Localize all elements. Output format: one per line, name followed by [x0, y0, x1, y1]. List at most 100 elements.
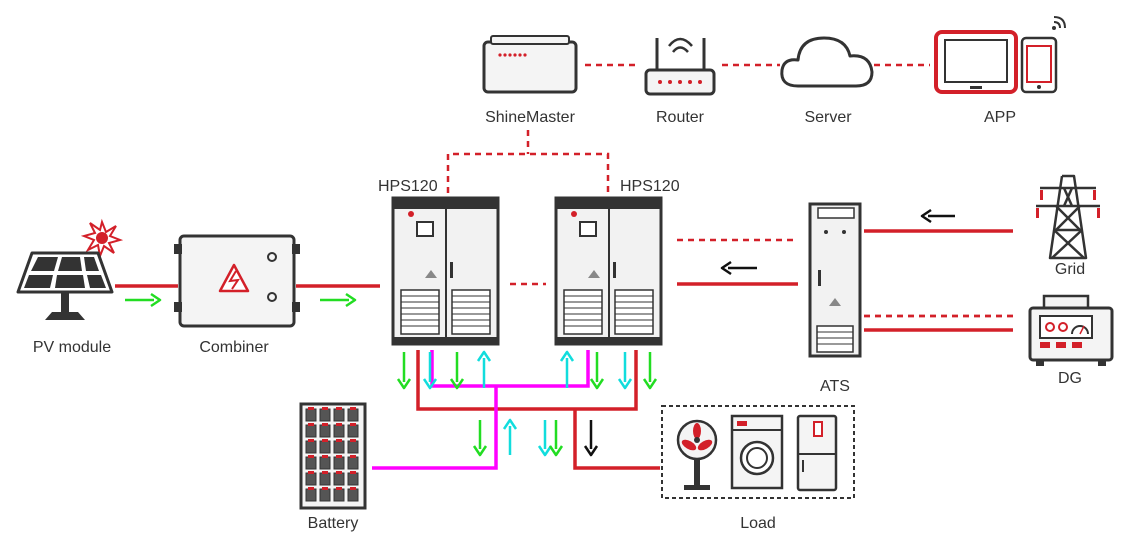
router: Router — [644, 37, 716, 126]
battery-terminal — [322, 407, 328, 410]
refrigerator-icon — [796, 414, 838, 492]
battery-cell — [333, 456, 345, 470]
battery-cell — [305, 488, 317, 502]
smartphone-icon — [1020, 36, 1058, 94]
load-boundary — [661, 405, 855, 499]
comm-link-shinemaster-hps — [446, 152, 610, 193]
battery-terminal — [308, 439, 314, 442]
battery-terminal — [350, 455, 356, 458]
tablet-icon — [934, 30, 1018, 94]
battery-terminal — [308, 407, 314, 410]
load-bus-line — [416, 350, 638, 411]
battery-cell — [305, 440, 317, 454]
battery-cell — [305, 472, 317, 486]
battery-dc-lines — [372, 350, 590, 470]
battery-cell — [305, 408, 317, 422]
hps-right: HPS120 — [554, 178, 680, 346]
battery-terminal — [336, 471, 342, 474]
battery-terminal — [336, 423, 342, 426]
transfer-switch-cabinet-icon — [808, 202, 862, 358]
hybrid-inverter-cabinet-icon — [554, 196, 663, 346]
cloud-server-icon — [780, 36, 874, 88]
washing-machine-icon — [730, 414, 784, 490]
router-icon — [644, 37, 716, 96]
hps-right-battery-up-arrow — [559, 350, 575, 388]
battery-cell — [333, 488, 345, 502]
insulator-markers — [1036, 190, 1100, 218]
grid: Grid — [1036, 174, 1100, 278]
dg: DG — [1028, 294, 1114, 387]
battery-cell — [347, 440, 359, 454]
battery-terminal — [350, 439, 356, 442]
hps-right-battery-down-arrow — [617, 352, 633, 390]
shinemaster: ShineMaster — [482, 35, 578, 126]
battery-terminal — [350, 423, 356, 426]
battery-terminal — [308, 471, 314, 474]
battery-cell — [347, 472, 359, 486]
ac-power-lines — [115, 229, 1013, 470]
battery-cell — [333, 424, 345, 438]
wifi-signal-icon — [1052, 16, 1066, 30]
battery-cell — [347, 408, 359, 422]
datalogger-icon — [482, 35, 578, 94]
combiner: Combiner — [174, 234, 300, 356]
battery-cell — [333, 440, 345, 454]
battery-terminal — [322, 423, 328, 426]
battery-terminal — [322, 487, 328, 490]
battery-terminal — [350, 471, 356, 474]
battery-charge-arrow — [472, 420, 488, 457]
server-label: Server — [804, 109, 852, 126]
battery-terminal — [308, 423, 314, 426]
battery-cell — [347, 424, 359, 438]
fan-icon — [676, 419, 718, 490]
router-label: Router — [656, 109, 705, 126]
flow-arrows — [125, 208, 955, 457]
battery-terminal — [322, 439, 328, 442]
battery-cell — [319, 488, 331, 502]
load-pv-arrow — [548, 420, 564, 457]
battery-rack-icon — [299, 402, 367, 510]
battery-bus-line — [430, 350, 590, 388]
battery-cell — [333, 472, 345, 486]
battery-terminal — [322, 455, 328, 458]
app-label: APP — [984, 109, 1016, 126]
pv-flow-arrow — [125, 292, 162, 308]
hps-right-pv-down-arrow-1 — [589, 352, 605, 390]
battery-cell — [319, 408, 331, 422]
grid-flow-arrow — [920, 208, 955, 224]
grid-label: Grid — [1055, 261, 1085, 278]
app: APP — [934, 16, 1066, 126]
battery-cell — [319, 440, 331, 454]
battery-terminal — [336, 407, 342, 410]
load-label: Load — [740, 515, 776, 532]
battery-terminal — [350, 487, 356, 490]
battery-cell — [347, 488, 359, 502]
battery-label: Battery — [308, 515, 359, 532]
load-battery-arrow — [537, 420, 553, 457]
hps-left-pv-down-arrow-2 — [449, 352, 465, 390]
battery-terminal — [308, 487, 314, 490]
battery-terminal — [336, 439, 342, 442]
battery: Battery — [299, 402, 367, 532]
battery-terminal — [336, 455, 342, 458]
ats-flow-arrow — [720, 260, 757, 276]
ats-label: ATS — [820, 378, 850, 395]
comm-links — [446, 63, 1013, 318]
battery-cell — [333, 408, 345, 422]
combiner-label: Combiner — [199, 339, 269, 356]
hps-left: HPS120 — [378, 178, 500, 346]
shinemaster-label: ShineMaster — [485, 109, 575, 126]
battery-cell — [347, 456, 359, 470]
sun-burst-icon — [80, 218, 124, 260]
combiner-flow-arrow — [320, 292, 357, 308]
load-grid-arrow — [583, 420, 599, 457]
hps-right-pv-down-arrow-2 — [642, 352, 658, 390]
load-feed-line — [573, 409, 660, 470]
battery-terminal — [336, 487, 342, 490]
hybrid-inverter-cabinet-icon — [391, 196, 500, 346]
ats: ATS — [808, 202, 862, 395]
battery-cell — [319, 424, 331, 438]
hps-left-label: HPS120 — [378, 178, 438, 195]
hps-left-battery-up-arrow — [476, 350, 492, 388]
load: Load — [661, 405, 855, 532]
